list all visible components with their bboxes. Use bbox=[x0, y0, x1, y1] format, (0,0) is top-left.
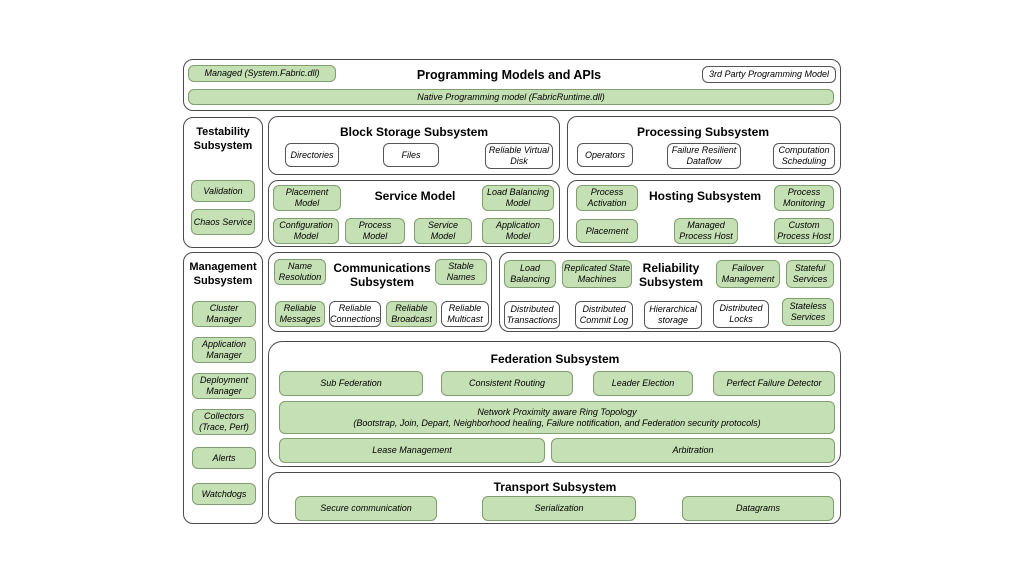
programming-models-panel: Programming Models and APIs Managed (Sys… bbox=[183, 59, 841, 111]
custom-process-host-box: Custom Process Host bbox=[774, 218, 834, 244]
datagrams-box: Datagrams bbox=[682, 496, 834, 521]
third-party-model-box: 3rd Party Programming Model bbox=[702, 66, 836, 83]
reliable-messages-box: Reliable Messages bbox=[275, 301, 325, 327]
collectors-box: Collectors (Trace, Perf) bbox=[192, 409, 256, 435]
application-model-box: Application Model bbox=[482, 218, 554, 244]
management-title: Management Subsystem bbox=[189, 261, 257, 287]
secure-communication-box: Secure communication bbox=[295, 496, 437, 521]
reliability-panel: Reliability Subsystem Load Balancing Rep… bbox=[499, 252, 841, 332]
reliable-connections-box: Reliable Connections bbox=[329, 301, 381, 327]
testability-panel: Testability Subsystem Validation Chaos S… bbox=[183, 117, 263, 248]
reliable-broadcast-box: Reliable Broadcast bbox=[386, 301, 437, 327]
reliable-multicast-box: Reliable Multicast bbox=[441, 301, 489, 327]
management-panel: Management Subsystem Cluster Manager App… bbox=[183, 252, 263, 524]
communications-panel: Communications Subsystem Name Resolution… bbox=[268, 252, 492, 332]
distributed-locks-box: Distributed Locks bbox=[713, 300, 769, 328]
processing-panel: Processing Subsystem Operators Failure R… bbox=[567, 116, 841, 175]
failover-management-box: Failover Management bbox=[716, 260, 780, 288]
ring-topology-box: Network Proximity aware Ring Topology (B… bbox=[279, 401, 835, 434]
cluster-manager-box: Cluster Manager bbox=[192, 301, 256, 327]
transport-panel: Transport Subsystem Secure communication… bbox=[268, 472, 841, 524]
federation-panel: Federation Subsystem Sub Federation Cons… bbox=[268, 341, 841, 467]
transport-title: Transport Subsystem bbox=[493, 480, 617, 494]
stable-names-box: Stable Names bbox=[435, 259, 487, 285]
ring-topology-protocols: (Bootstrap, Join, Depart, Neighborhood h… bbox=[353, 417, 761, 428]
service-model-panel: Service Model Placement Model Load Balan… bbox=[268, 180, 560, 247]
placement-model-box: Placement Model bbox=[273, 185, 341, 211]
chaos-service-box: Chaos Service bbox=[191, 209, 255, 235]
distributed-transactions-box: Distributed Transactions bbox=[504, 301, 560, 329]
leader-election-box: Leader Election bbox=[593, 371, 693, 396]
reliable-virtual-disk-box: Reliable Virtual Disk bbox=[485, 143, 553, 169]
consistent-routing-box: Consistent Routing bbox=[441, 371, 573, 396]
managed-process-host-box: Managed Process Host bbox=[674, 218, 738, 244]
federation-title: Federation Subsystem bbox=[490, 352, 620, 366]
placement-box: Placement bbox=[576, 219, 638, 243]
lease-management-box: Lease Management bbox=[279, 438, 545, 463]
alerts-box: Alerts bbox=[192, 447, 256, 469]
process-activation-box: Process Activation bbox=[576, 185, 638, 211]
block-storage-panel: Block Storage Subsystem Directories File… bbox=[268, 116, 560, 175]
replicated-state-machines-box: Replicated State Machines bbox=[562, 260, 632, 288]
distributed-commit-log-box: Distributed Commit Log bbox=[575, 301, 633, 329]
computation-scheduling-box: Computation Scheduling bbox=[773, 143, 835, 169]
operators-box: Operators bbox=[577, 143, 633, 167]
deployment-manager-box: Deployment Manager bbox=[192, 373, 256, 399]
serialization-box: Serialization bbox=[482, 496, 636, 521]
name-resolution-box: Name Resolution bbox=[274, 259, 326, 285]
processing-title: Processing Subsystem bbox=[636, 125, 770, 139]
process-monitoring-box: Process Monitoring bbox=[774, 185, 834, 211]
service-model-box: Service Model bbox=[414, 218, 472, 244]
failure-resilient-dataflow-box: Failure Resilient Dataflow bbox=[667, 143, 741, 169]
process-model-box: Process Model bbox=[345, 218, 405, 244]
service-model-title: Service Model bbox=[374, 189, 456, 203]
programming-models-title: Programming Models and APIs bbox=[416, 68, 602, 82]
directories-box: Directories bbox=[285, 143, 339, 167]
watchdogs-box: Watchdogs bbox=[192, 483, 256, 505]
load-balancing-box: Load Balancing bbox=[504, 260, 556, 288]
reliability-title: Reliability Subsystem bbox=[638, 261, 704, 289]
ring-topology-title: Network Proximity aware Ring Topology bbox=[477, 406, 637, 417]
stateless-services-box: Stateless Services bbox=[782, 298, 834, 326]
hosting-panel: Hosting Subsystem Process Activation Pro… bbox=[567, 180, 841, 247]
sub-federation-box: Sub Federation bbox=[279, 371, 423, 396]
communications-title: Communications Subsystem bbox=[333, 261, 431, 289]
perfect-failure-detector-box: Perfect Failure Detector bbox=[713, 371, 835, 396]
application-manager-box: Application Manager bbox=[192, 337, 256, 363]
stateful-services-box: Stateful Services bbox=[786, 260, 834, 288]
managed-api-box: Managed (System.Fabric.dll) bbox=[188, 65, 336, 82]
validation-box: Validation bbox=[191, 180, 255, 202]
hierarchical-storage-box: Hierarchical storage bbox=[644, 301, 702, 329]
load-balancing-model-box: Load Balancing Model bbox=[482, 185, 554, 211]
block-storage-title: Block Storage Subsystem bbox=[339, 125, 489, 139]
hosting-title: Hosting Subsystem bbox=[648, 189, 762, 203]
configuration-model-box: Configuration Model bbox=[273, 218, 339, 244]
arbitration-box: Arbitration bbox=[551, 438, 835, 463]
testability-title: Testability Subsystem bbox=[193, 126, 253, 152]
native-api-box: Native Programming model (FabricRuntime.… bbox=[188, 89, 834, 105]
files-box: Files bbox=[383, 143, 439, 167]
